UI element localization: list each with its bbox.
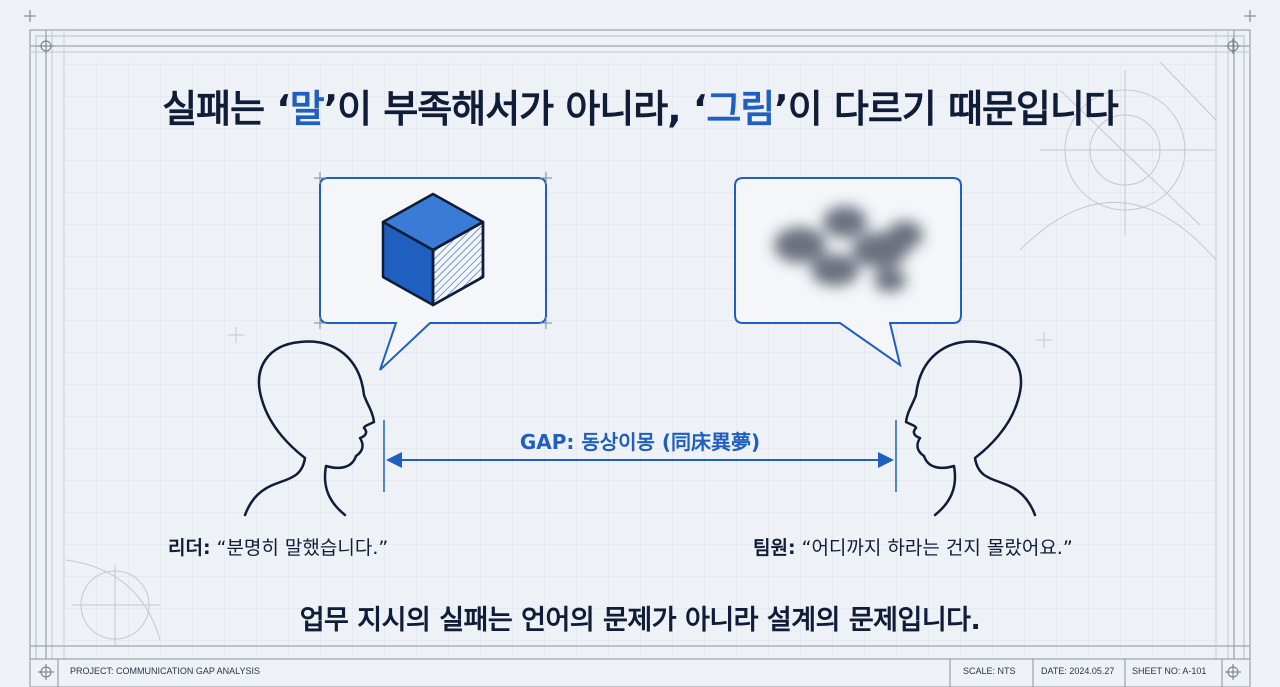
member-speaker: 팀원:	[753, 537, 796, 559]
cube-icon	[381, 192, 485, 307]
title-block-date: DATE: 2024.05.27	[1041, 666, 1115, 676]
title-highlight-picture: 그림	[706, 87, 775, 131]
leader-speaker: 리더:	[168, 537, 211, 559]
page-title: 실패는 ‘말’이 부족해서가 아니라, ‘그림’이 다르기 때문입니다	[0, 78, 1280, 133]
title-part-1: 실패는 ‘	[162, 87, 291, 131]
title-block-project: PROJECT: COMMUNICATION GAP ANALYSIS	[70, 666, 261, 676]
gap-label: GAP: 동상이몽 (同床異夢)	[519, 430, 761, 454]
leader-head-icon	[243, 340, 376, 517]
title-part-3: ’이 다르기 때문입니다	[774, 87, 1119, 131]
member-head-icon	[904, 340, 1037, 517]
double-arrow-icon	[383, 420, 897, 492]
title-part-2: ’이 부족해서가 아니라, ‘	[323, 87, 708, 131]
title-block-sheet: SHEET NO: A-101	[1132, 666, 1207, 676]
crosshair-marks	[24, 10, 1256, 680]
conclusion-text: 업무 지시의 실패는 언어의 문제가 아니라 설계의 문제입니다.	[299, 605, 981, 636]
member-quote-text: “어디까지 하라는 건지 몰랐어요.”	[801, 537, 1073, 559]
leader-quote-text: “분명히 말했습니다.”	[216, 537, 389, 559]
blurred-shape-icon	[774, 206, 923, 292]
title-block-scale: SCALE: NTS	[963, 666, 1016, 676]
title-highlight-speech: 말	[289, 87, 325, 131]
member-quote: 팀원: “어디까지 하라는 건지 몰랐어요.”	[753, 533, 1073, 560]
drawing-frame	[29, 29, 1251, 687]
grid-area	[66, 62, 1216, 654]
leader-quote: 리더: “분명히 말했습니다.”	[168, 533, 388, 560]
construction-lines	[65, 61, 1217, 645]
